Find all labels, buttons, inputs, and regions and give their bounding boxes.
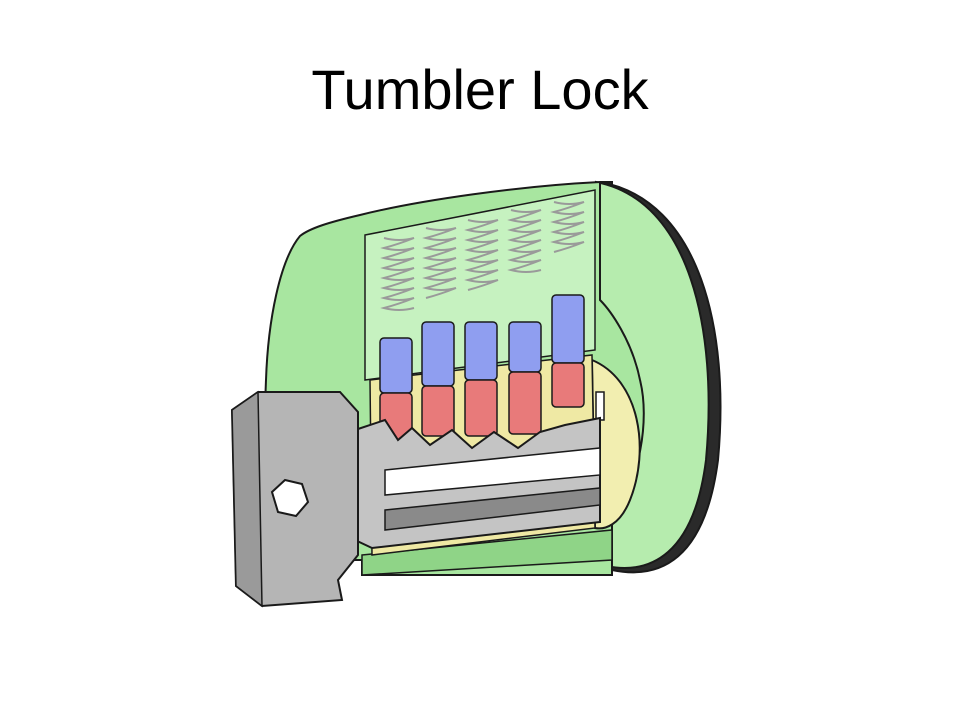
driver-pin-4 bbox=[508, 321, 542, 373]
spring-1 bbox=[380, 237, 415, 311]
key-pin-5 bbox=[551, 362, 585, 408]
key-blade-groove-bottom bbox=[384, 487, 601, 531]
key-pin-3 bbox=[464, 379, 498, 437]
key bbox=[230, 390, 601, 608]
pin-springs bbox=[380, 201, 585, 311]
key-hex-hole bbox=[270, 478, 310, 518]
driver-pin-3 bbox=[464, 321, 498, 381]
key-pin-4 bbox=[508, 371, 542, 435]
driver-pin-5 bbox=[551, 294, 585, 364]
spring-2 bbox=[422, 227, 457, 299]
spring-5 bbox=[550, 201, 585, 253]
key-bow-side bbox=[231, 390, 263, 608]
plug-slot-notch bbox=[595, 391, 605, 421]
driver-pin-1 bbox=[379, 337, 413, 394]
pin-stacks bbox=[379, 294, 585, 444]
spring-3 bbox=[464, 219, 499, 291]
key-blade-groove-top bbox=[384, 447, 601, 496]
slide-title: Tumbler Lock bbox=[311, 58, 649, 121]
key-pin-2 bbox=[421, 385, 455, 437]
driver-pin-2 bbox=[421, 321, 455, 387]
housing-bottom-ledge bbox=[361, 529, 613, 576]
spring-4 bbox=[507, 209, 542, 273]
